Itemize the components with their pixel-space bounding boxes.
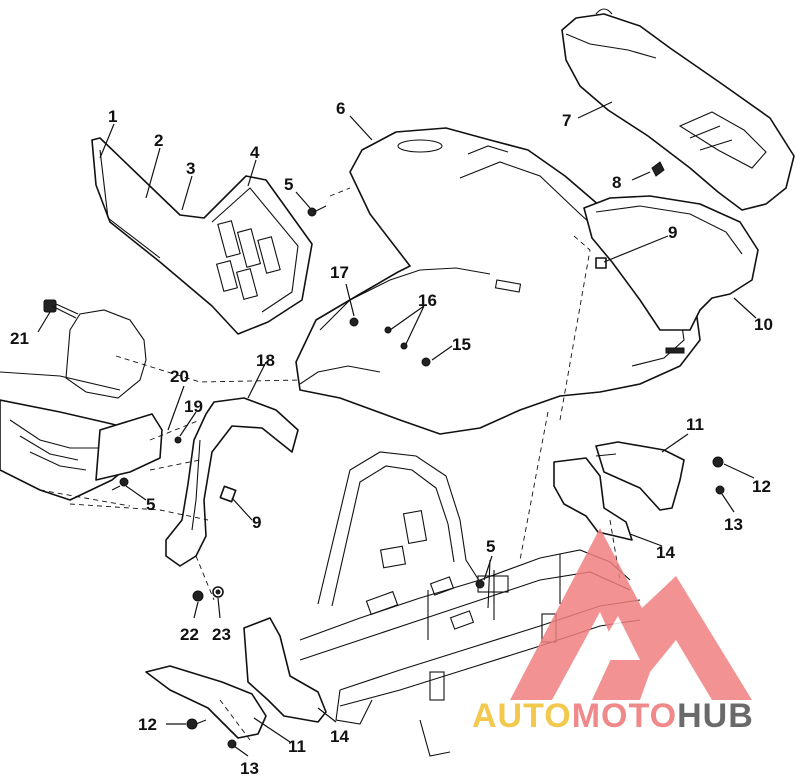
mud-guard-left xyxy=(243,617,327,723)
callout-17: 17 xyxy=(330,263,349,282)
bolt-21-icon xyxy=(43,299,79,319)
screw-5-top-icon xyxy=(307,205,327,217)
callout-10: 10 xyxy=(754,315,773,334)
assembly-lines xyxy=(39,187,621,741)
leader-lines xyxy=(37,101,757,757)
rear-fender xyxy=(583,195,759,331)
nut-22-icon xyxy=(192,590,204,602)
callout-7: 7 xyxy=(562,111,571,130)
fastener-15-icon xyxy=(421,357,431,367)
callout-21: 21 xyxy=(10,329,29,348)
grommet-9-lower-icon xyxy=(219,485,237,503)
callout-18: 18 xyxy=(256,351,275,370)
callout-2: 2 xyxy=(154,131,163,150)
callout-5-frame: 5 xyxy=(486,537,495,556)
nut-13-right-icon xyxy=(715,485,725,495)
callout-14-lower: 14 xyxy=(330,727,349,746)
callout-11-right: 11 xyxy=(686,415,704,434)
watermark-logo xyxy=(510,528,752,700)
callout-3: 3 xyxy=(186,159,195,178)
callouts: 1 2 3 4 5 6 7 8 9 10 11 12 13 14 15 16 1… xyxy=(10,99,773,777)
callout-12-right: 12 xyxy=(752,477,771,496)
clip-8-icon xyxy=(651,161,665,177)
callout-14-right: 14 xyxy=(656,543,675,562)
logo-triangle-inner xyxy=(592,616,640,660)
callout-13-right: 13 xyxy=(724,515,743,534)
callout-5-lower: 5 xyxy=(146,495,155,514)
watermark-hub: HUB xyxy=(677,697,754,735)
svg-text:AUTOMOTOHUB: AUTOMOTOHUB xyxy=(472,697,754,735)
fastener-16-icon xyxy=(384,326,408,350)
fastener-19-icon xyxy=(174,436,182,444)
callout-11-lower: 11 xyxy=(288,737,306,756)
left-footrest xyxy=(0,309,163,501)
watermark-auto: AUTO xyxy=(472,697,572,735)
washer-23-icon xyxy=(212,586,224,598)
front-fender xyxy=(295,127,701,435)
callout-1: 1 xyxy=(108,107,117,126)
left-side-panel xyxy=(91,137,313,335)
callout-4: 4 xyxy=(250,143,260,162)
bracket-left xyxy=(145,665,267,739)
callout-23: 23 xyxy=(212,625,231,644)
watermark-text: AUTOMOTOHUB xyxy=(472,697,754,735)
callout-12-lower: 12 xyxy=(138,715,157,734)
callout-8: 8 xyxy=(612,173,621,192)
mud-guard-right xyxy=(553,457,633,541)
callout-22: 22 xyxy=(180,625,199,644)
logo-triangle-outer xyxy=(510,528,752,700)
callout-16: 16 xyxy=(418,291,437,310)
fender-flare xyxy=(165,397,299,567)
callout-9-lower: 9 xyxy=(252,513,261,532)
callout-20: 20 xyxy=(170,367,189,386)
bracket-right xyxy=(595,441,685,511)
fastener-17-icon xyxy=(349,317,359,327)
watermark-moto: MOTO xyxy=(572,697,677,735)
callout-9-top: 9 xyxy=(668,223,677,242)
callout-5-top: 5 xyxy=(284,175,293,194)
callout-19: 19 xyxy=(184,397,203,416)
screw-5-lower-icon xyxy=(111,477,129,491)
callout-6: 6 xyxy=(336,99,345,118)
callout-13-lower: 13 xyxy=(240,759,259,777)
bolt-12-right-icon xyxy=(712,456,724,468)
screw-5-frame-icon xyxy=(475,579,485,589)
grommet-9-top-icon xyxy=(595,257,607,269)
bolt-12-lower-icon xyxy=(186,718,207,730)
callout-15: 15 xyxy=(452,335,471,354)
